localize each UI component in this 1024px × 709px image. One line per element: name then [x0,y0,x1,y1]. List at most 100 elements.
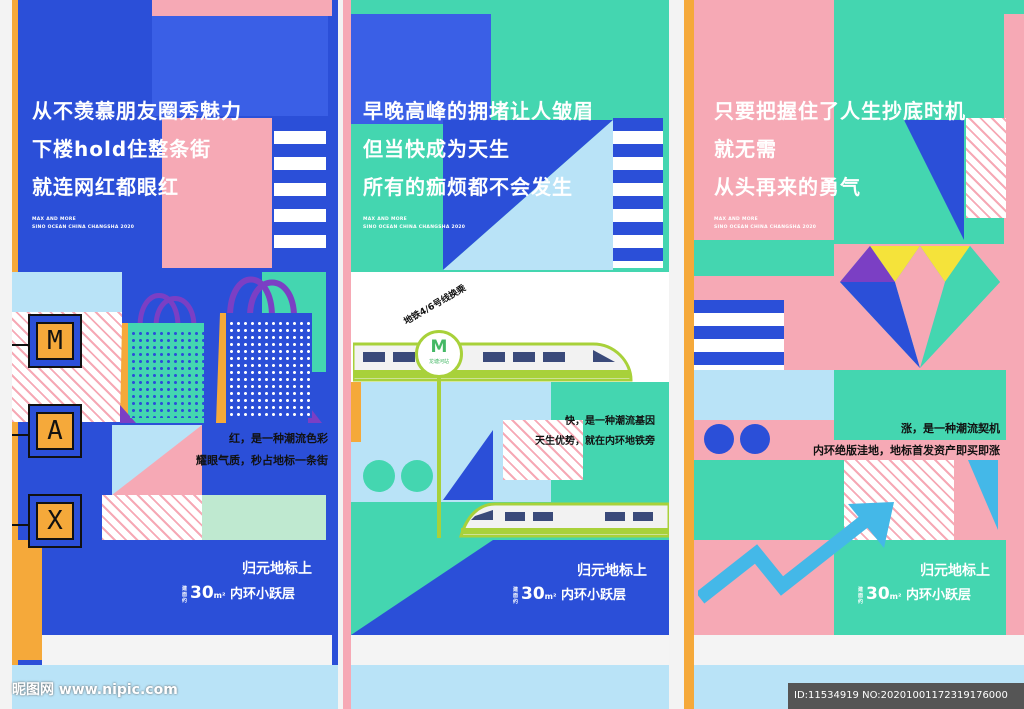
blue-circle-2 [740,424,770,454]
white-bottom [351,635,669,665]
headline-line: 只要把握住了人生抄底时机 [714,99,966,123]
copy-line: 耀眼气质，秒占地标一条街 [196,454,328,467]
metro-station: 龙塘河站 [428,359,449,365]
poster-2: 早晚高峰的拥堵让人皱眉 但当快成为天生 所有的痂烦都不会发生 MAX AND M… [343,0,669,709]
white-bottom [694,635,1024,665]
poster-1: 从不羡慕朋友圈秀魅力 下楼hold住整条街 就连网红都眼红 MAX AND MO… [12,0,338,709]
poster-3-tagline: MAX AND MORE SINO OCEAN CHINA CHANGSHA 2… [714,216,816,232]
poster-3-headline: 只要把握住了人生抄底时机 就无需 从头再来的勇气 [714,92,966,206]
area-unit: m² [544,592,557,601]
poster-2-copy: 快，是一种潮流基因 天生优势，就在内环地铁旁 [535,412,655,452]
teal-left-band [694,240,834,276]
yellow-bar [351,382,361,442]
tagline-line: MAX AND MORE [32,217,76,222]
poster-1-copy: 红，是一种潮流色彩 耀眼气质，秒占地标一条街 [196,428,328,472]
poster-1-footer-title: 归元地标上 [242,561,312,577]
bag-pattern-green [130,330,204,418]
blue-white-stripes [694,300,784,370]
stripes-mid [503,420,583,480]
headline-line: 就无需 [714,137,777,161]
blue-right-tri [904,120,964,240]
metro-letter: M [430,337,448,357]
area-prefix: 建面约 [513,586,519,605]
blue-white-stripes [613,118,663,268]
blue-footer [152,540,328,635]
area-suffix: 内环小跃层 [230,587,296,602]
poster-3: 只要把握住了人生抄底时机 就无需 从头再来的勇气 MAX AND MORE SI… [684,0,1024,709]
yellow-footer-left [12,540,42,660]
headline-line: 从头再来的勇气 [714,175,861,199]
tagline-line: MAX AND MORE [363,217,407,222]
stripes-top-right [966,118,1006,218]
headline-line: 从不羡慕朋友圈秀魅力 [32,99,242,123]
letter-a: A [36,412,74,450]
area-number: 30 [190,583,214,603]
pink-frame-left [343,0,351,709]
area-prefix: 建面约 [858,586,864,605]
letter-x: X [36,502,74,540]
sky-bottom [351,665,669,709]
pink-low-block [112,425,202,495]
teal-top [834,0,1024,14]
diamond-icon [840,246,1000,368]
copy-line: 涨，是一种潮流契机 [901,422,1000,435]
letter-m-block: M [28,314,82,368]
area-number: 30 [521,584,545,604]
stripes-low [102,495,202,540]
metro-pole [437,378,441,538]
tagline-line: SINO OCEAN CHINA CHANGSHA 2020 [714,225,817,230]
area-prefix: 建面约 [182,585,188,604]
headline-line: 所有的痂烦都不会发生 [363,175,573,199]
teal-circle-2 [401,460,433,492]
sky-tri [443,120,613,270]
tagline-line: MAX AND MORE [714,217,758,222]
area-unit: m² [889,592,902,601]
blue-footer [493,540,669,635]
area-number: 30 [866,584,890,604]
blue-top-left [351,14,491,124]
blue-circle-1 [704,424,734,454]
poster-3-footer-title: 归元地标上 [920,563,990,579]
area-suffix: 内环小跃层 [906,588,972,603]
yellow-frame-left [684,0,694,709]
poster-1-headline: 从不羡慕朋友圈秀魅力 下楼hold住整条街 就连网红都眼红 [32,92,242,206]
headline-line: 就连网红都眼红 [32,175,179,199]
headline-line: 下楼hold住整条街 [32,137,212,161]
letter-x-block: X [28,494,82,548]
id-bar: ID:11534919 NO:20201001172319176000 [788,683,1024,709]
sky-block [12,272,122,312]
letter-m: M [36,322,74,360]
copy-line: 红，是一种潮流色彩 [229,432,328,445]
watermark: 昵图网 www.nipic.com [12,682,178,698]
area-suffix: 内环小跃层 [561,588,627,603]
white-bottom [42,635,332,665]
sky-corner-tri [968,460,998,530]
bag-pattern-blue [228,320,312,418]
teal-circle-1 [363,460,395,492]
train-icon [353,342,633,382]
poster-2-headline: 早晚高峰的拥堵让人皱眉 但当快成为天生 所有的痂烦都不会发生 [363,92,594,206]
area-unit: m² [213,591,226,600]
teal-lower [694,460,844,540]
copy-line: 天生优势，就在内环地铁旁 [535,436,655,447]
pink-mid-block [162,118,272,268]
blue-right-top [152,16,328,116]
copy-line: 快，是一种潮流基因 [565,416,655,427]
blue-white-stripes [274,118,326,258]
sky-bottom [12,665,338,709]
blue-diamond [443,430,493,500]
copy-line: 内环绝版洼地，地标首发资产即买即涨 [813,444,1000,457]
letter-a-block: A [28,404,82,458]
tagline-line: SINO OCEAN CHINA CHANGSHA 2020 [363,225,466,230]
pink-top-block [152,0,332,16]
poster-2-footer-title: 归元地标上 [577,563,647,579]
rising-arrow-icon [698,502,894,604]
poster-3-copy: 涨，是一种潮流契机 内环绝版洼地，地标首发资产即买即涨 [813,418,1000,462]
metro-badge: M 龙塘河站 [415,330,463,378]
top-teal-band [351,0,669,14]
poster-1-tagline: MAX AND MORE SINO OCEAN CHINA CHANGSHA 2… [32,216,134,232]
poster-2-tagline: MAX AND MORE SINO OCEAN CHINA CHANGSHA 2… [363,216,465,232]
